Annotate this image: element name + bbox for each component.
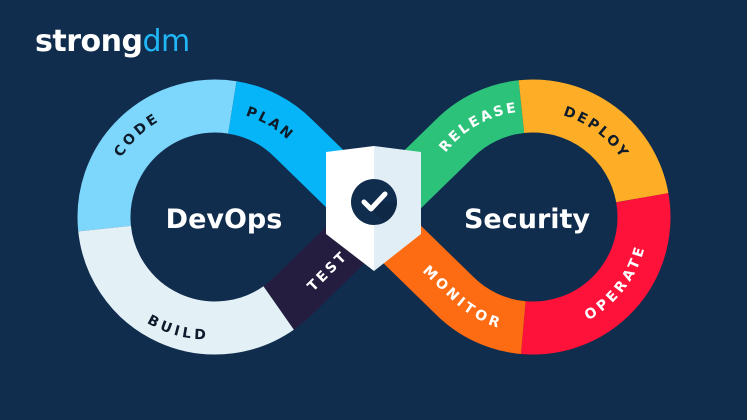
segment-build bbox=[78, 225, 294, 355]
logo-text-strong: strong bbox=[35, 24, 143, 59]
segment-release bbox=[355, 80, 526, 236]
segment-monitor bbox=[355, 198, 527, 354]
segment-test bbox=[263, 198, 393, 330]
segment-code bbox=[77, 79, 237, 232]
segment-deploy bbox=[518, 79, 669, 204]
center-label-security: Security bbox=[464, 204, 590, 235]
segment-operate bbox=[521, 193, 671, 355]
strongdm-logo: strongdm bbox=[35, 27, 190, 57]
logo-text-dm: dm bbox=[142, 24, 190, 59]
center-label-devops: DevOps bbox=[166, 204, 283, 235]
shield-icon bbox=[326, 146, 421, 271]
segment-plan bbox=[227, 81, 393, 236]
check-icon bbox=[361, 191, 388, 212]
